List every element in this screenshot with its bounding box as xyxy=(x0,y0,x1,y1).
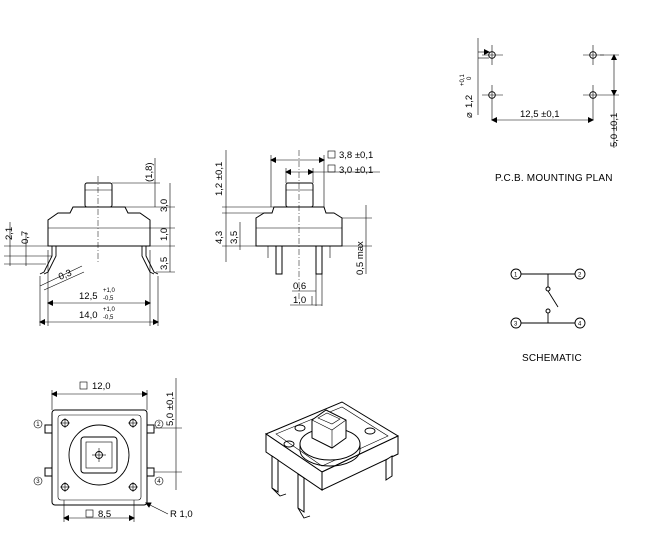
pcb-hole-dia-symbol: ⌀ xyxy=(464,112,475,118)
side-square-3-0: 3,0 ±0,1 xyxy=(339,165,373,176)
top-pin-label-1: 1 xyxy=(36,422,40,428)
pcb-hole-tol-plus: +0,1 xyxy=(460,73,466,86)
front-view: (1,8) 3,0 1,0 3,5 2,1 0,7 0,3 12,5 +1,0 … xyxy=(4,158,175,326)
pcb-hole-tol-minus: 0 xyxy=(467,76,473,80)
side-width-1-0: 1,0 xyxy=(293,295,306,306)
side-view: 3,8 ±0,1 3,0 ±0,1 1,2 ±0,1 4,3 3,5 0,5 m… xyxy=(214,150,380,306)
schematic-switch-blade xyxy=(547,290,559,308)
svg-text:3: 3 xyxy=(514,322,518,328)
front-cap-height: (1,8) xyxy=(144,162,155,182)
top-height-5-0: 5,0 ±0,1 xyxy=(165,392,176,426)
front-width-12-5: 12,5 xyxy=(79,291,98,302)
front-height-3-5: 3,5 xyxy=(159,257,170,270)
pcb-hole-bottom-left xyxy=(482,85,503,120)
front-height-3-0: 3,0 xyxy=(159,199,170,212)
svg-text:1: 1 xyxy=(514,273,518,279)
side-actuator xyxy=(285,182,314,208)
schematic: 1 2 3 4 SCHEMATIC xyxy=(510,268,586,364)
top-pin-label-3: 3 xyxy=(36,479,40,485)
top-plunger-ring xyxy=(68,424,130,486)
side-height-1-2: 1,2 ±0,1 xyxy=(214,162,225,196)
schematic-title: SCHEMATIC xyxy=(522,353,582,364)
svg-text:4: 4 xyxy=(578,322,582,328)
top-radius-1-0: R 1,0 xyxy=(170,509,193,520)
top-square-8-5: 8,5 xyxy=(98,509,111,520)
front-actuator xyxy=(84,182,113,208)
isometric-view xyxy=(264,401,400,519)
svg-text:-0,5: -0,5 xyxy=(103,296,114,302)
front-height-0-7: 0,7 xyxy=(20,231,31,244)
side-height-0-5-max: 0,5 max xyxy=(355,241,366,275)
top-view: 1 2 3 4 12,0 5,0 ±0,1 8,5 R 1,0 xyxy=(33,378,193,522)
pcb-mounting-plan: ⌀ 1,2 +0,1 0 12,5 ±0,1 5,0 ±0,1 P.C.B. M… xyxy=(460,38,620,184)
pcb-hole-dia: 1,2 xyxy=(464,95,475,108)
top-pin-label-2: 2 xyxy=(157,422,161,428)
pcb-pitch-x: 12,5 ±0,1 xyxy=(520,109,560,120)
pcb-pitch-y: 5,0 ±0,1 xyxy=(609,113,620,147)
iso-plunger xyxy=(311,409,347,449)
side-height-3-5: 3,5 xyxy=(229,231,240,244)
pcb-hole-top-left xyxy=(482,45,503,65)
front-body xyxy=(47,206,151,247)
front-height-1-0: 1,0 xyxy=(159,228,170,241)
side-leg-right xyxy=(315,245,323,275)
top-pin-label-4: 4 xyxy=(157,479,161,485)
top-square-12-0: 12,0 xyxy=(92,381,111,392)
svg-text:2: 2 xyxy=(578,273,582,279)
side-leg-left xyxy=(275,245,283,275)
svg-text:+1,0: +1,0 xyxy=(103,288,116,294)
side-height-4-3: 4,3 xyxy=(214,231,225,244)
front-width-14-0: 14,0 xyxy=(79,310,98,321)
pcb-mounting-plan-title: P.C.B. MOUNTING PLAN xyxy=(495,173,613,184)
front-angle-0-3: 0,3 xyxy=(57,268,73,283)
svg-text:-0,5: -0,5 xyxy=(103,315,114,321)
side-width-0-6: 0,6 xyxy=(293,281,306,292)
svg-text:+1,0: +1,0 xyxy=(103,307,116,313)
front-height-2-1: 2,1 xyxy=(4,227,15,240)
side-square-3-8: 3,8 ±0,1 xyxy=(339,150,373,161)
